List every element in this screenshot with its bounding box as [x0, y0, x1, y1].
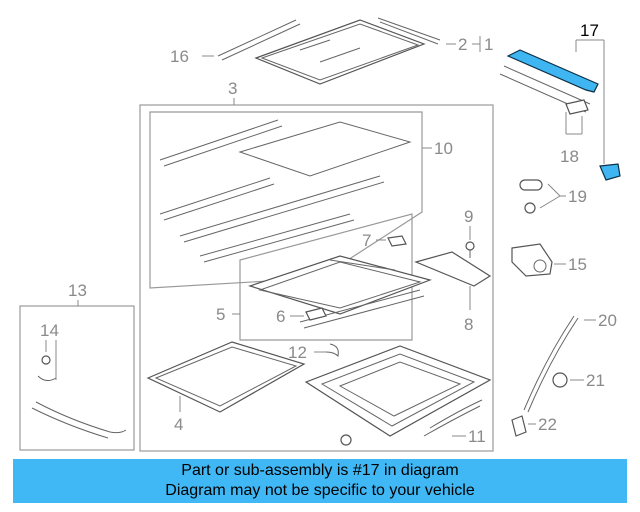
callout-3: 3 — [228, 79, 237, 98]
reinforcement-part-8 — [414, 251, 492, 287]
caption-line-2: Diagram may not be specific to your vehi… — [165, 482, 475, 499]
clip-part-14 — [37, 355, 57, 382]
drain-subbox — [19, 305, 135, 451]
housing-box — [139, 104, 494, 452]
motor-part-15 — [511, 243, 553, 277]
callout-9: 9 — [464, 207, 473, 226]
drain-hose-13 — [31, 401, 127, 439]
sunroof-glass — [254, 19, 426, 85]
caption-line-1: Part or sub-assembly is #17 in diagram — [181, 462, 459, 479]
glass-molding-strip — [377, 17, 441, 45]
bracket-part-7 — [387, 235, 407, 247]
callout-21: 21 — [586, 371, 605, 390]
callout-4: 4 — [174, 415, 183, 434]
callout-22: 22 — [538, 415, 557, 434]
callout-5: 5 — [216, 305, 225, 324]
callout-8: 8 — [464, 315, 473, 334]
front-seal-strip — [217, 19, 301, 61]
grommet-part-21 — [552, 372, 568, 388]
callout-11: 11 — [468, 427, 486, 446]
callout-20: 20 — [598, 311, 617, 330]
callout-7: 7 — [362, 231, 371, 250]
fastener-part-19 — [519, 179, 543, 214]
bolt-bottom — [340, 434, 352, 446]
callout-10: 10 — [434, 139, 453, 158]
callout-19: 19 — [568, 187, 587, 206]
guide-rail-assembly — [248, 255, 432, 329]
roof-frame-assembly — [304, 345, 492, 437]
bolt-part-9 — [465, 241, 475, 258]
callout-12: 12 — [288, 343, 307, 362]
highlighted-part-17 — [506, 49, 621, 181]
wire-harness-11 — [423, 399, 483, 437]
clip-part-12 — [325, 343, 339, 358]
callout-15: 15 — [568, 255, 587, 274]
callout-2: 2 — [458, 35, 467, 54]
guide-rail-subbox — [239, 213, 413, 341]
drain-tube-20 — [523, 315, 579, 413]
callout-13: 13 — [68, 281, 87, 300]
callout-6: 6 — [276, 307, 285, 326]
frame-subbox — [149, 111, 423, 289]
sunroof-frame — [159, 119, 412, 263]
callout-18: 18 — [560, 147, 579, 166]
clip-part-6 — [305, 307, 327, 321]
callout-1: 1 — [484, 35, 493, 54]
nozzle-part-22 — [511, 415, 527, 437]
caption-banner: Part or sub-assembly is #17 in diagram D… — [13, 459, 627, 503]
callout-16: 16 — [170, 47, 189, 66]
sunshade-panel — [146, 341, 306, 413]
bracket-part-18 — [499, 65, 591, 115]
callout-17: 17 — [580, 21, 599, 40]
callout-14: 14 — [40, 321, 59, 340]
